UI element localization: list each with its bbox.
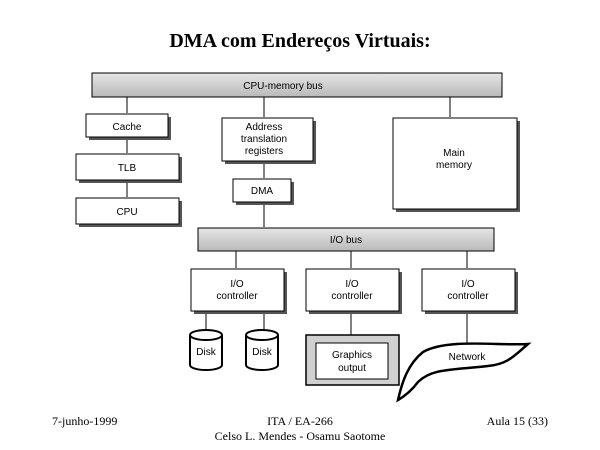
- cpu-box: CPU: [75, 197, 182, 227]
- graphics-output-monitor: Graphics output: [305, 334, 400, 386]
- slide-title: DMA com Endereços Virtuais:: [169, 30, 431, 52]
- io-controller-2-label-2: controller: [331, 291, 373, 302]
- network-cloud: Network: [396, 342, 532, 403]
- io-controller-3-label-1: I/O: [461, 279, 475, 290]
- address-translation-box: Address translation registers: [221, 117, 316, 164]
- io-controller-2-label-1: I/O: [345, 279, 359, 290]
- footer-authors: Celso L. Mendes - Osamu Saotome: [214, 429, 386, 443]
- io-controller-2: I/O controller: [305, 268, 402, 314]
- dma-label: DMA: [251, 186, 274, 197]
- main-memory-label-1: Main: [443, 148, 465, 159]
- footer-course-code: ITA / EA-266: [267, 414, 333, 428]
- cache-box: Cache: [85, 113, 171, 140]
- io-controller-1-label-2: controller: [216, 291, 258, 302]
- address-translation-label-1: Address: [246, 122, 283, 133]
- footer-course: ITA / EA-266 Celso L. Mendes - Osamu Sao…: [0, 414, 600, 444]
- tlb-box: TLB: [75, 153, 182, 183]
- io-controller-1-label-1: I/O: [230, 279, 244, 290]
- connection-lines: [126, 97, 468, 352]
- disk-1-label: Disk: [196, 347, 216, 358]
- io-controller-1: I/O controller: [190, 268, 287, 314]
- cpu-memory-bus-label: CPU-memory bus: [243, 81, 322, 92]
- address-translation-label-2: translation: [241, 134, 287, 145]
- io-bus: I/O bus: [197, 227, 495, 252]
- main-memory-box: Main memory: [392, 117, 520, 212]
- cache-label: Cache: [113, 122, 142, 133]
- footer-date: 7-junho-1999: [52, 414, 118, 428]
- io-controller-3-label-2: controller: [447, 291, 489, 302]
- network-label: Network: [449, 352, 487, 363]
- graphics-output-label-1: Graphics: [332, 350, 372, 361]
- graphics-output-label-2: output: [338, 363, 366, 374]
- disk-1: Disk: [189, 329, 223, 371]
- disk-2: Disk: [245, 329, 279, 371]
- cpu-memory-bus: CPU-memory bus: [91, 72, 503, 98]
- main-memory-label-2: memory: [436, 160, 472, 171]
- address-translation-label-3: registers: [245, 146, 283, 157]
- footer-lecture: Aula 15 (33): [486, 414, 548, 428]
- cpu-label: CPU: [116, 207, 137, 218]
- dma-box: DMA: [232, 178, 294, 205]
- disk-2-label: Disk: [252, 347, 272, 358]
- io-controller-3: I/O controller: [421, 268, 518, 314]
- io-bus-label: I/O bus: [330, 235, 362, 246]
- tlb-label: TLB: [118, 163, 137, 174]
